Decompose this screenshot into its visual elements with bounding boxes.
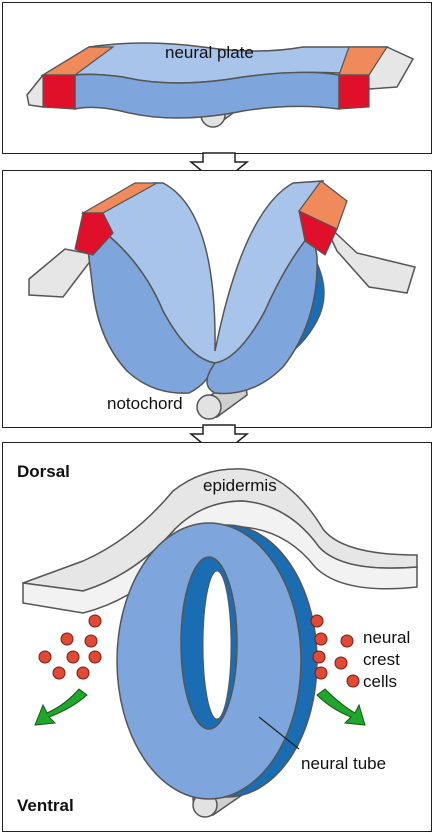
left-epidermis [28,248,97,298]
right-crest-red [338,74,370,110]
left-neural-crest-cells [38,614,102,680]
neural-tube-illustration [22,468,418,818]
notochord-label: notochord [107,394,183,413]
right-neural-crest-cells [310,614,360,688]
ventral-label: Ventral [17,796,74,815]
neural-plate-label: neural plate [165,43,254,62]
left-crest-red [74,212,114,256]
neural-crest-label-3: cells [363,672,398,691]
neural-groove-illustration [28,180,416,420]
left-neural-fold [81,211,216,394]
neural-tube-pointer [258,716,300,750]
left-crest-red [42,74,76,110]
right-crest-red [298,209,338,256]
neural-crest-label-2: crest [363,650,400,669]
neural-plate-illustration [26,42,415,128]
right-neural-fold [206,229,318,395]
right-migration-arrow [316,688,366,726]
right-epidermis [322,220,416,294]
panel-neural-groove: notochord [2,170,432,428]
neural-crest-label-1: neural [363,628,411,647]
panel-neural-plate: neural plate [2,2,432,154]
dorsal-label: Dorsal [17,462,70,481]
neural-tube-label: neural tube [301,754,387,773]
panel-neural-tube: Dorsal Ventral epidermis neural crest ce… [2,442,432,832]
epidermis-label: epidermis [203,476,277,495]
left-migration-arrow [34,688,88,726]
